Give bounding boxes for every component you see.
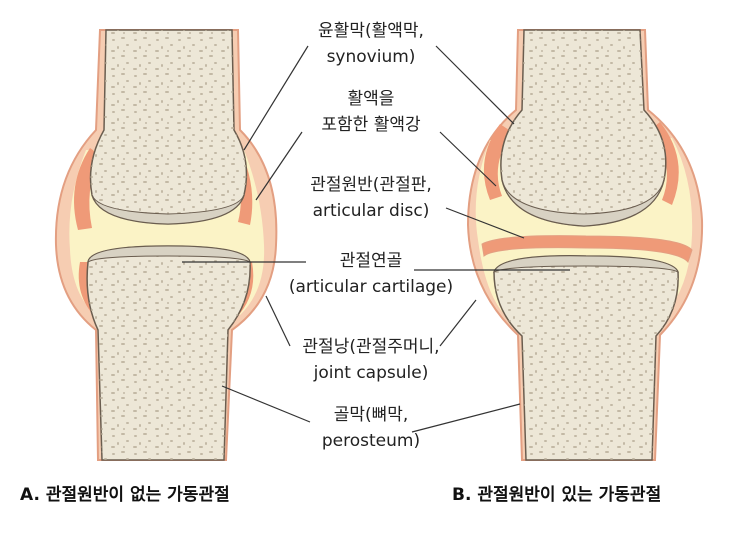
label-periosteum-en: perosteum) xyxy=(322,431,420,451)
label-disc-en: articular disc) xyxy=(313,201,430,221)
upper-cartilage-b xyxy=(501,179,665,227)
articular-disc-b xyxy=(481,235,693,263)
leader-lines xyxy=(182,45,570,433)
label-synovium-en: synovium) xyxy=(327,47,416,67)
caption-a: A. 관절원반이 없는 가동관절 xyxy=(20,484,230,505)
label-disc-ko: 관절원반(관절판, xyxy=(310,175,432,195)
label-cavity-1: 활액을 xyxy=(348,89,395,109)
lower-cartilage-b xyxy=(493,255,679,274)
label-capsule-en: joint capsule) xyxy=(313,363,429,383)
label-cartilage-en: (articular cartilage) xyxy=(289,277,453,297)
label-capsule-ko: 관절낭(관절주머니, xyxy=(302,337,439,357)
caption-b: B. 관절원반이 있는 가동관절 xyxy=(452,484,661,505)
upper-cartilage-a xyxy=(91,194,245,225)
joint-a xyxy=(54,29,278,461)
label-cavity-2: 포함한 활액강 xyxy=(321,115,421,135)
label-cartilage-ko: 관절연골 xyxy=(340,251,403,271)
label-synovium-ko: 윤활막(활액막, xyxy=(318,21,424,41)
synovium-b-right xyxy=(650,122,679,205)
joint-b xyxy=(466,29,704,461)
labels: 윤활막(활액막, synovium) 활액을 포함한 활액강 관절원반(관절판,… xyxy=(289,21,453,451)
label-periosteum-ko: 골막(뼈막, xyxy=(334,405,409,425)
